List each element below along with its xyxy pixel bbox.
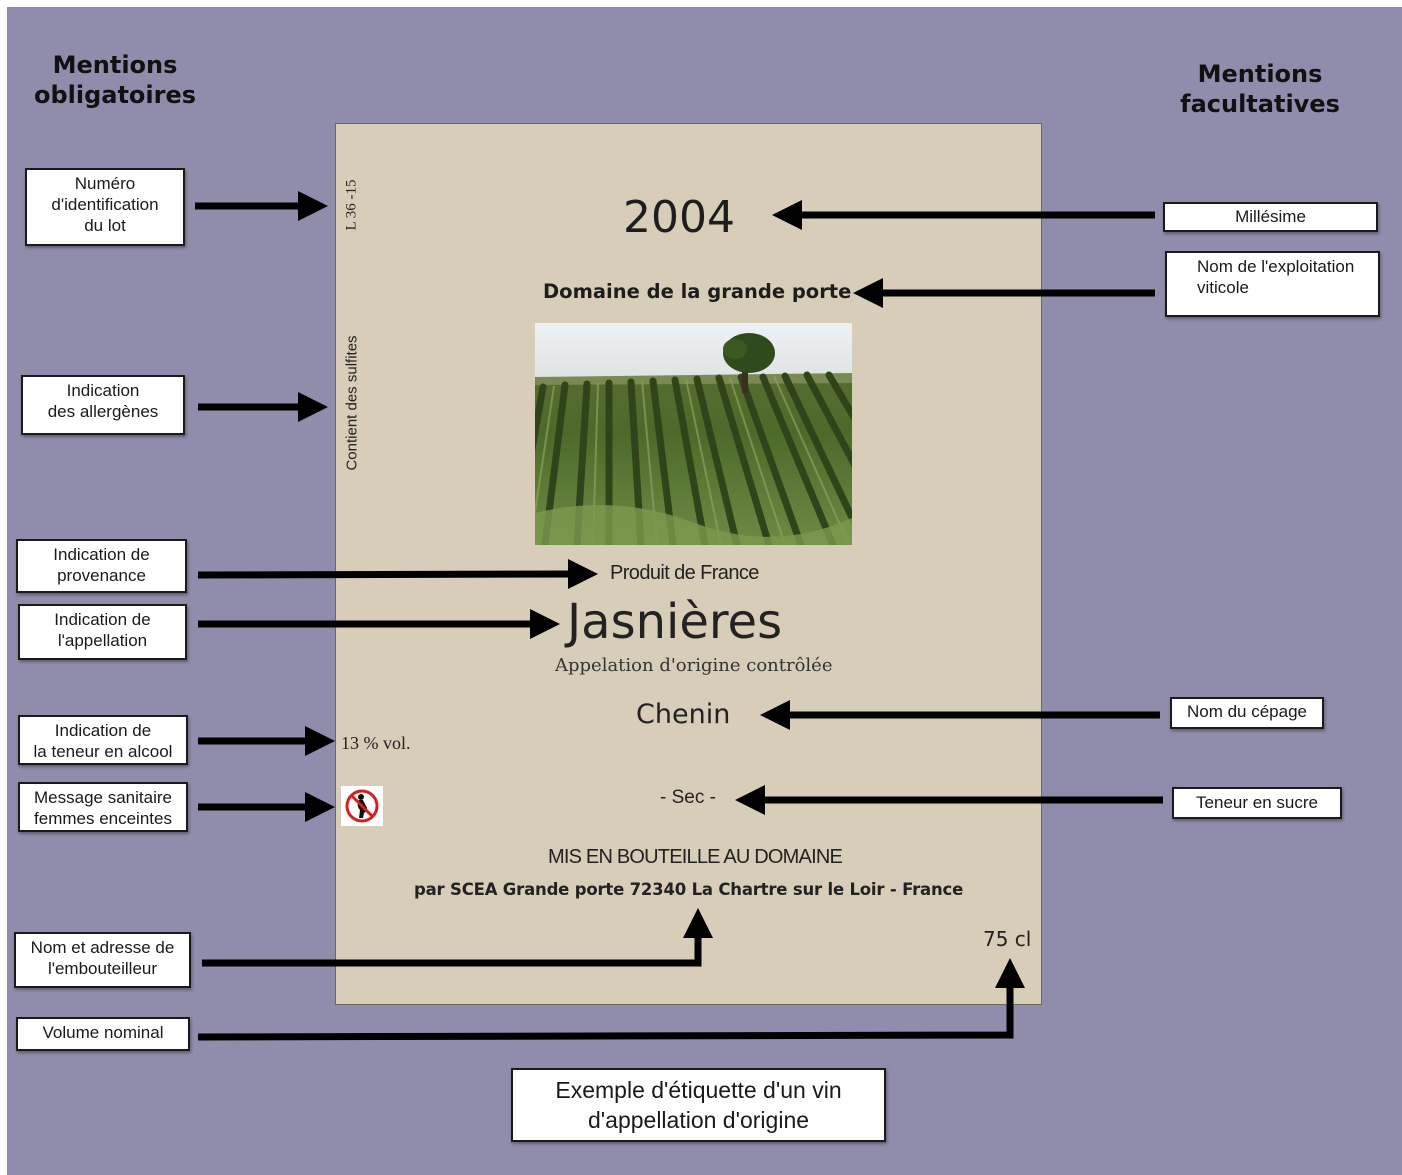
label-sugar: - Sec - — [660, 787, 716, 808]
heading-optional: Mentions facultatives — [1180, 60, 1340, 118]
caption: Exemple d'étiquette d'un vin d'appellati… — [511, 1068, 886, 1142]
label-alcohol: 13 % vol. — [341, 733, 411, 753]
label-volume: 75 cl — [983, 927, 1032, 951]
callout-vintage: Millésime — [1163, 202, 1378, 232]
label-appellation: Jasnières — [567, 594, 783, 650]
callout-alcohol: Indication de la teneur en alcool — [18, 715, 188, 765]
label-estate: Domaine de la grande porte — [543, 280, 852, 303]
heading-mandatory: Mentions obligatoires — [33, 51, 197, 109]
callout-provenance: Indication de provenance — [16, 539, 187, 593]
label-origin: Produit de France — [610, 562, 759, 584]
label-lot-number: L 36 -15 — [343, 179, 360, 231]
callout-estate: Nom de l'exploitation viticole — [1165, 251, 1380, 317]
vineyard-photo — [535, 323, 852, 545]
callout-appellation: Indication de l'appellation — [18, 604, 187, 660]
label-bottler-address: par SCEA Grande porte 72340 La Chartre s… — [414, 880, 964, 899]
label-sulfites: Contient des sulfites — [343, 335, 361, 471]
callout-allergens: Indication des allergènes — [21, 375, 185, 435]
label-bottled: MIS EN BOUTEILLE AU DOMAINE — [548, 846, 843, 868]
pregnant-woman-warning-icon — [341, 786, 383, 826]
callout-bottler: Nom et adresse de l'embouteilleur — [14, 932, 191, 988]
wine-label — [335, 123, 1042, 1005]
callout-grape: Nom du cépage — [1170, 697, 1324, 729]
label-appellation-type: Appelation d'origine contrôlée — [555, 655, 833, 676]
label-grape: Chenin — [636, 699, 731, 730]
callout-lot-number: Numéro d'identification du lot — [25, 168, 185, 246]
callout-sugar: Teneur en sucre — [1172, 787, 1342, 819]
label-vintage: 2004 — [623, 192, 735, 243]
callout-volume: Volume nominal — [16, 1017, 190, 1051]
callout-health-message: Message sanitaire femmes enceintes — [18, 782, 188, 832]
